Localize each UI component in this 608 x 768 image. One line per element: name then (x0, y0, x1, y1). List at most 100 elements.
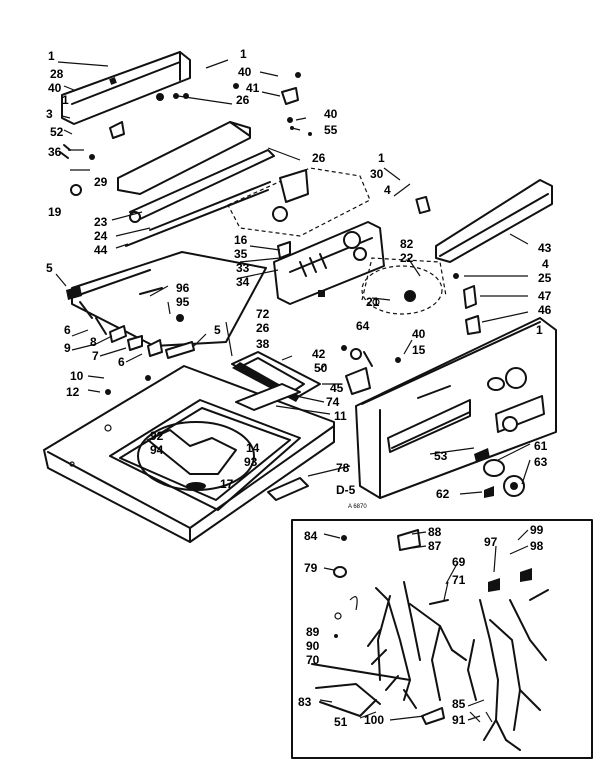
callout-4b: 4 (542, 257, 549, 271)
console-part (355, 317, 557, 499)
callout-15: 15 (412, 343, 426, 357)
callout-84: 84 (304, 529, 318, 543)
callout-62: 62 (436, 487, 450, 501)
callout-6b: 6 (118, 355, 125, 369)
rear-frame-part (59, 51, 191, 196)
callout-64: 64 (356, 319, 370, 333)
callout-8: 8 (90, 335, 97, 349)
callout-26a: 26 (236, 93, 250, 107)
callout-1b: 1 (62, 93, 69, 107)
center-bracket-part (227, 72, 431, 237)
callout-1a: 1 (48, 49, 55, 63)
callout-d5: D-5 (336, 483, 356, 497)
callout-40d: 40 (412, 327, 426, 341)
hardware-part (105, 83, 312, 395)
callout-45: 45 (330, 381, 344, 395)
cabinet-top-part (43, 365, 335, 543)
top-rail-part (117, 121, 275, 247)
callout-36: 36 (48, 145, 62, 159)
callout-96: 96 (176, 281, 190, 295)
callout-30: 30 (370, 167, 384, 181)
callout-79: 79 (304, 561, 318, 575)
callout-3: 3 (46, 107, 53, 121)
callout-40b: 40 (238, 65, 252, 79)
knob-part (474, 448, 525, 498)
callout-41: 41 (246, 81, 260, 95)
callout-46: 46 (538, 303, 552, 317)
callout-14: 14 (246, 441, 260, 455)
callout-1c: 1 (240, 47, 247, 61)
callout-52: 52 (50, 125, 64, 139)
callout-1d: 1 (378, 151, 385, 165)
stamp-code: A 6870 (348, 504, 367, 510)
callout-22: 22 (400, 251, 414, 265)
callout-10: 10 (70, 369, 84, 383)
callout-97: 97 (484, 535, 498, 549)
callout-71: 71 (452, 573, 466, 587)
callout-63: 63 (534, 455, 548, 469)
callout-89: 89 (306, 625, 320, 639)
hinge-part (66, 286, 195, 359)
callout-1e: 1 (536, 323, 543, 337)
top-cover-part (71, 251, 267, 351)
callout-90: 90 (306, 639, 320, 653)
callout-labels: 1 28 40 3 1 52 36 29 19 1 40 41 26 40 55… (46, 47, 552, 729)
callout-61: 61 (534, 439, 548, 453)
callout-34: 34 (236, 275, 250, 289)
callout-5a: 5 (46, 261, 53, 275)
callout-25: 25 (538, 271, 552, 285)
callout-69: 69 (452, 555, 466, 569)
callout-93: 93 (244, 455, 258, 469)
callout-83: 83 (298, 695, 312, 709)
callout-92: 92 (150, 429, 164, 443)
callout-7: 7 (92, 349, 99, 363)
callout-70: 70 (306, 653, 320, 667)
callout-78: 78 (336, 461, 350, 475)
leader-lines (55, 59, 531, 721)
callout-74: 74 (326, 395, 340, 409)
callout-53: 53 (434, 449, 448, 463)
callout-11: 11 (334, 409, 347, 423)
callout-94: 94 (150, 443, 164, 457)
callout-43: 43 (538, 241, 552, 255)
callout-17: 17 (220, 477, 234, 491)
callout-12: 12 (66, 385, 80, 399)
callout-5b: 5 (214, 323, 221, 337)
callout-26c: 26 (256, 321, 270, 335)
top-trim-part (435, 179, 553, 335)
callout-47: 47 (538, 289, 552, 303)
callout-42: 42 (312, 347, 326, 361)
callout-95: 95 (176, 295, 190, 309)
callout-44: 44 (94, 243, 108, 257)
callout-16: 16 (234, 233, 248, 247)
callout-100: 100 (364, 713, 384, 727)
callout-6a: 6 (64, 323, 71, 337)
callout-88: 88 (428, 525, 442, 539)
callout-82: 82 (400, 237, 414, 251)
callout-40c: 40 (324, 107, 338, 121)
timer-part (361, 257, 447, 315)
callout-51: 51 (334, 715, 348, 729)
callout-72: 72 (256, 307, 270, 321)
callout-40a: 40 (48, 81, 62, 95)
callout-28: 28 (50, 67, 64, 81)
callout-33: 33 (236, 261, 250, 275)
control-panel-part (273, 221, 385, 305)
callout-29: 29 (94, 175, 108, 189)
callout-4a: 4 (384, 183, 391, 197)
callout-98: 98 (530, 539, 544, 553)
callout-55: 55 (324, 123, 338, 137)
callout-9: 9 (64, 341, 71, 355)
callout-91: 91 (452, 713, 466, 727)
callout-19: 19 (48, 205, 62, 219)
callout-21: 21 (366, 295, 380, 309)
wiring-inset-box (291, 519, 593, 759)
callout-38: 38 (256, 337, 270, 351)
callout-35: 35 (234, 247, 248, 261)
callout-87: 87 (428, 539, 442, 553)
callout-99: 99 (530, 523, 544, 537)
callout-50: 50 (314, 361, 328, 375)
callout-26b: 26 (312, 151, 326, 165)
callout-24: 24 (94, 229, 108, 243)
